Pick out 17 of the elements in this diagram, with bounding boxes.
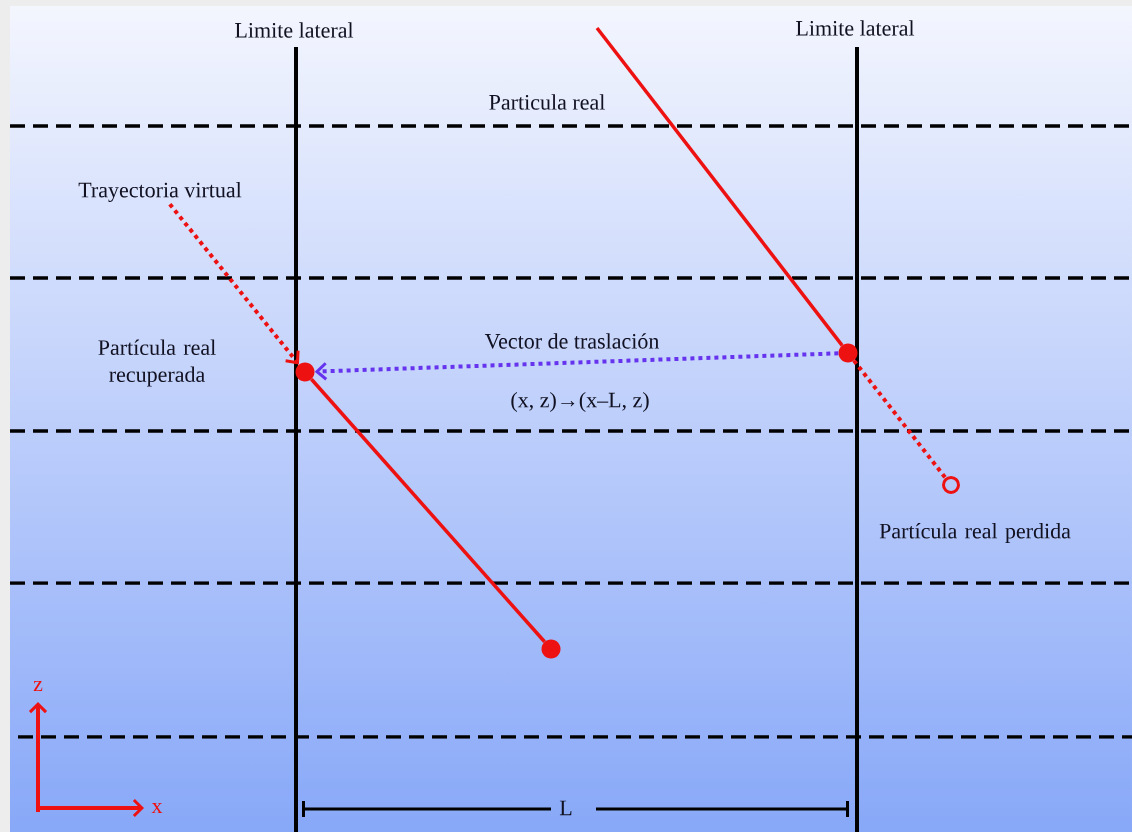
axis-label: z xyxy=(33,680,43,692)
formula-label: (x, z)→(x–L, z) xyxy=(511,392,649,412)
text-label: Trayectoria virtual xyxy=(78,182,242,202)
particle-dot xyxy=(541,639,561,659)
particle-dot xyxy=(295,362,315,382)
dimension-label: L xyxy=(559,800,572,816)
arrow xyxy=(168,202,300,365)
axis-label: x xyxy=(151,802,163,814)
arrow xyxy=(314,351,839,381)
particle-dot xyxy=(838,343,858,363)
particle-label: Particula real xyxy=(489,94,605,110)
boundary-label: Limite lateral xyxy=(796,20,915,36)
edge-label: Vector de traslación xyxy=(484,333,660,349)
particle-label: Partícula real perdida xyxy=(879,523,1071,543)
open-particle-circle xyxy=(942,476,960,494)
boundary-label: Limite lateral xyxy=(235,22,354,38)
particle-label: Partícula real recuperada xyxy=(98,339,216,387)
